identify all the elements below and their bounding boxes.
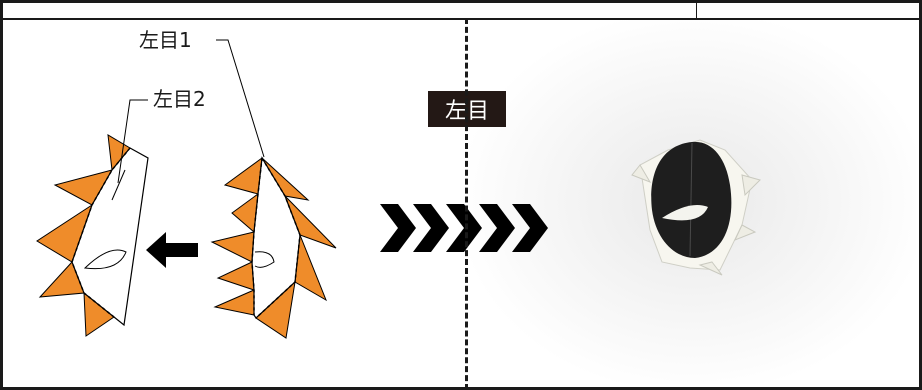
eye-photo-model — [631, 139, 761, 276]
left-eye-2-piece — [36, 134, 149, 337]
label-left-eye-1: 左目1 — [139, 28, 192, 52]
leader-line-left-eye-2 — [117, 99, 148, 184]
label-left-eye-2: 左目2 — [153, 87, 206, 111]
chevron-right-icon — [380, 204, 548, 252]
top-rule — [0, 0, 922, 20]
leader-line-left-eye-1 — [216, 39, 265, 158]
left-eye-1-piece — [210, 156, 337, 339]
top-tick — [696, 0, 697, 18]
left-arrow-icon — [146, 232, 198, 268]
dashed-divider — [465, 18, 468, 390]
